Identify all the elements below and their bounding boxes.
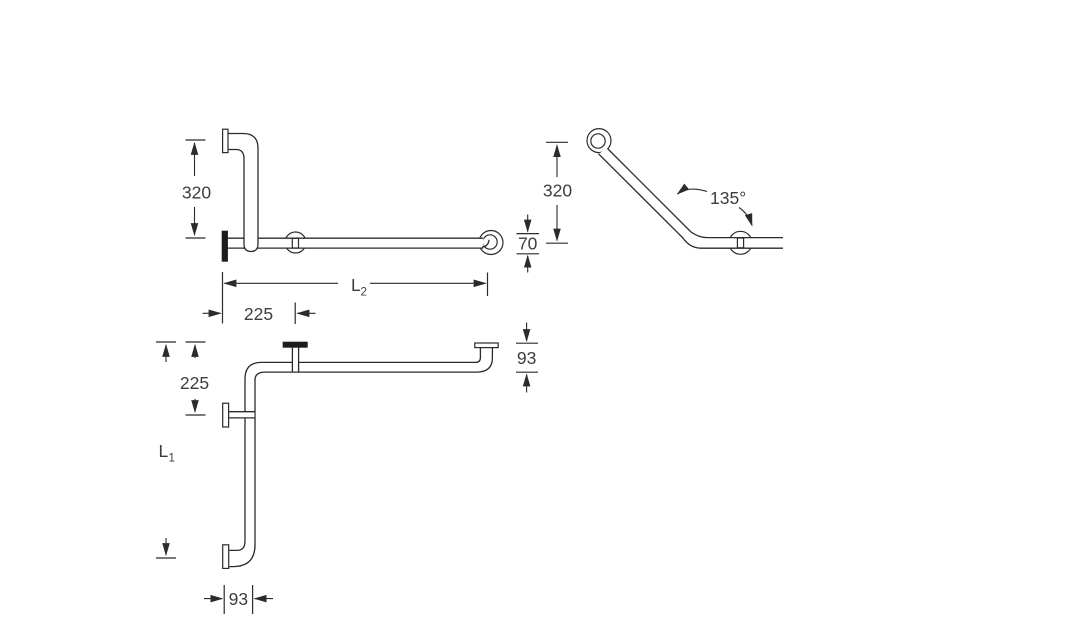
side-view: L 1 225 [156, 322, 538, 614]
front-length-label: L [351, 275, 361, 295]
side-length-label: L [159, 441, 169, 461]
side-dim-length: L 1 [156, 341, 176, 559]
side-tube [229, 347, 494, 568]
front-rosette-diameter-label: 70 [518, 234, 538, 254]
front-dim-rosette-diameter: 70 [516, 214, 539, 273]
side-wall-clearance-label: 93 [229, 589, 248, 609]
side-bottom-wall-flange [222, 544, 230, 569]
front-length-subscript: 2 [361, 287, 367, 299]
front-horizontal-bar [227, 237, 490, 249]
side-left-mount [222, 402, 255, 428]
side-end-clearance-label: 93 [517, 348, 536, 368]
side-top-mount-plate [282, 341, 308, 348]
side-top-mount [282, 341, 308, 372]
angle-height-label: 320 [543, 181, 572, 201]
side-dim-upper-offset: 225 [180, 341, 209, 416]
front-top-wall-flange [222, 128, 229, 154]
front-view: 320 L 2 [182, 128, 539, 324]
angle-leader-to-horizontal [738, 207, 753, 227]
front-left-wall-flange [221, 230, 228, 262]
front-dim-wall-to-support: 225 [202, 302, 316, 324]
side-length-subscript: 1 [169, 453, 175, 465]
side-dim-end-clearance: 93 [516, 322, 538, 393]
front-height-label: 320 [182, 183, 211, 203]
angle-tube [598, 148, 783, 249]
front-wall-to-support-label: 225 [244, 304, 273, 324]
tube-end-arc [481, 239, 490, 248]
front-dim-length: L 2 [221, 272, 489, 324]
side-upper-offset-label: 225 [180, 373, 209, 393]
angle-view: 320 135° [543, 128, 783, 255]
front-dim-height: 320 [182, 139, 211, 239]
angle-dim-height: 320 [543, 141, 572, 244]
side-left-mount-plate [222, 402, 230, 428]
side-dim-wall-clearance: 93 [204, 585, 273, 614]
front-vertical-tube [228, 132, 259, 253]
front-rosette-stem [291, 237, 300, 249]
angle-leader-to-diagonal [676, 183, 708, 195]
angle-dim-angle: 135° [676, 183, 753, 227]
angle-top-flange-inner [590, 133, 606, 149]
angle-label: 135° [710, 188, 746, 208]
side-right-wall-flange [474, 342, 499, 349]
angle-rosette-stem [736, 237, 745, 249]
